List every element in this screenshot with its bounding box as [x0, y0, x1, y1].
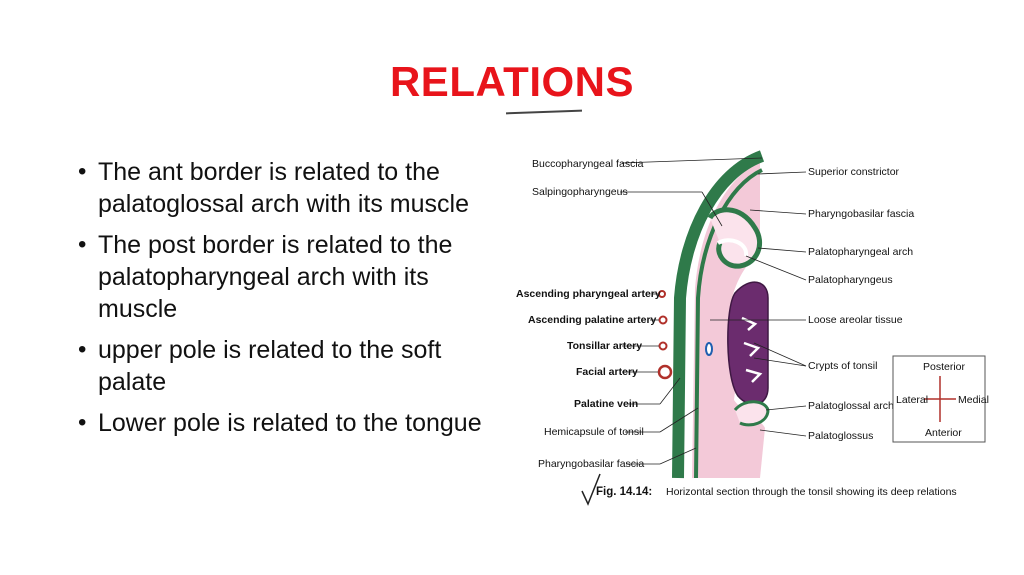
label-superior-constrictor: Superior constrictor	[808, 166, 900, 178]
label-hemicapsule-of-tonsil: Hemicapsule of tonsil	[544, 426, 644, 438]
label-crypts-of-tonsil: Crypts of tonsil	[808, 360, 877, 372]
orientation-medial: Medial	[958, 394, 989, 406]
label-pharyngobasilar-fascia-left: Pharyngobasilar fascia	[538, 458, 644, 470]
orientation-anterior: Anterior	[925, 427, 962, 439]
ascending-palatine-artery-mark	[658, 315, 668, 325]
label-palatoglossal-arch: Palatoglossal arch	[808, 400, 894, 412]
bullet-item: The ant border is related to the palatog…	[78, 156, 498, 220]
label-palatopharyngeal-arch: Palatopharyngeal arch	[808, 246, 913, 258]
superior-constrictor-shape	[672, 150, 765, 479]
bullet-item: Lower pole is related to the tongue	[78, 407, 498, 439]
facial-artery-mark	[657, 364, 673, 380]
palatopharyngeus-shape	[716, 238, 749, 257]
slide-title: RELATIONS	[389, 58, 635, 105]
label-palatoglossus: Palatoglossus	[808, 430, 873, 442]
bullet-item: The post border is related to the palato…	[78, 229, 498, 325]
label-palatopharyngeus: Palatopharyngeus	[808, 274, 893, 286]
orientation-box	[892, 355, 986, 443]
label-palatine-vein: Palatine vein	[574, 398, 638, 410]
tonsil-diagram: Buccopharyngeal fascia Salpingopharyngeu…	[516, 150, 989, 506]
bullet-item: upper pole is related to the soft palate	[78, 334, 498, 398]
figure-caption-text: Horizontal section through the tonsil sh…	[666, 486, 957, 498]
label-facial-artery: Facial artery	[576, 366, 638, 378]
palatoglossal-arch-shape	[733, 400, 770, 427]
label-loose-areolar-tissue: Loose areolar tissue	[808, 314, 903, 326]
bullet-list: The ant border is related to the palatog…	[78, 156, 498, 448]
label-ascending-pharyngeal-artery: Ascending pharyngeal artery	[516, 288, 661, 300]
tonsil-section-figure: Buccopharyngeal fascia Salpingopharyngeu…	[510, 148, 990, 518]
label-pharyngobasilar-fascia-right: Pharyngobasilar fascia	[808, 208, 914, 220]
palatine-vein-mark	[705, 342, 713, 356]
label-salpingopharyngeus: Salpingopharyngeus	[532, 186, 628, 198]
ascending-pharyngeal-artery-mark	[658, 290, 666, 298]
label-ascending-palatine-artery: Ascending palatine artery	[528, 314, 657, 326]
figure-caption-number: Fig. 14.14:	[596, 486, 652, 498]
label-buccopharyngeal-fascia: Buccopharyngeal fascia	[532, 158, 644, 170]
checkmark-icon	[581, 473, 601, 506]
orientation-lateral: Lateral	[896, 394, 928, 406]
title-underline	[505, 109, 583, 115]
orientation-posterior: Posterior	[923, 361, 966, 373]
label-tonsillar-artery: Tonsillar artery	[567, 340, 642, 352]
tonsillar-artery-mark	[658, 341, 668, 351]
